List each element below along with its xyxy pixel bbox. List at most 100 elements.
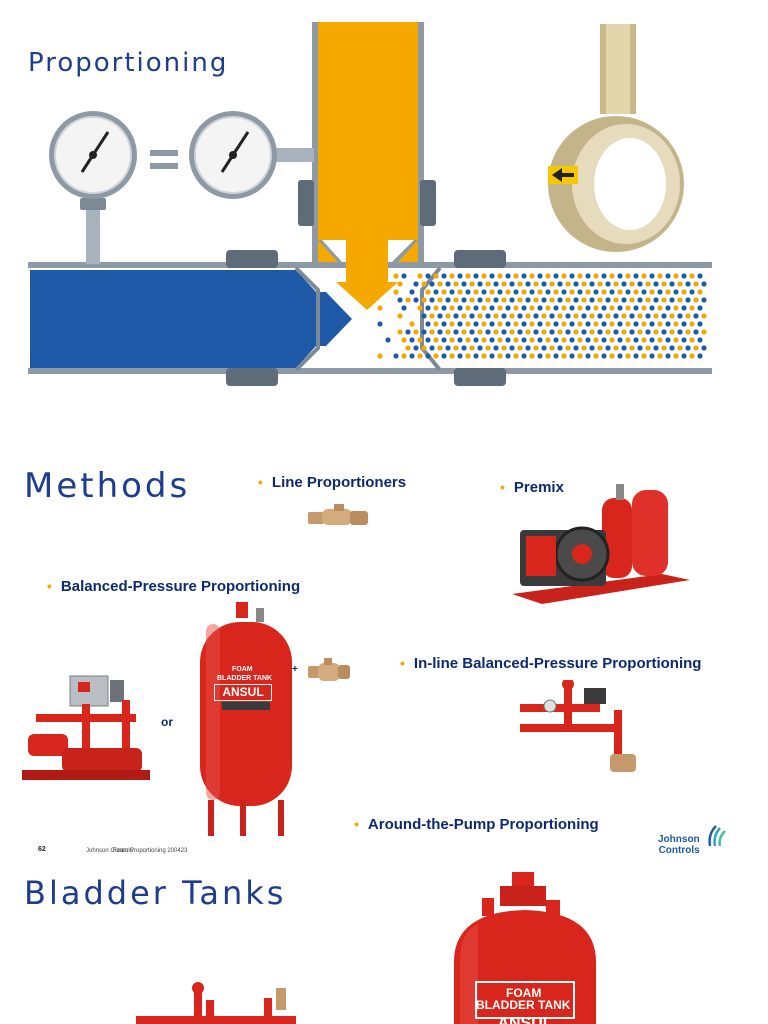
- foam-dot: [701, 345, 706, 350]
- foam-dot: [585, 321, 590, 326]
- foam-dot: [701, 281, 706, 286]
- foam-dot: [593, 353, 598, 358]
- foam-dot: [609, 353, 614, 358]
- foam-dot: [557, 281, 562, 286]
- bladder-tank-icon: [196, 602, 296, 838]
- foam-dot: [657, 305, 662, 310]
- foam-dot: [629, 345, 634, 350]
- foam-dot: [557, 329, 562, 334]
- foam-dot: [421, 313, 426, 318]
- foam-dot: [693, 313, 698, 318]
- pump-skid-icon: [22, 674, 152, 790]
- foam-dot: [545, 289, 550, 294]
- foam-dot: [601, 305, 606, 310]
- foam-dot: [637, 345, 642, 350]
- foam-dot: [577, 289, 582, 294]
- foam-dot: [489, 337, 494, 342]
- foam-dot: [561, 353, 566, 358]
- foam-dot: [601, 337, 606, 342]
- foam-dot: [473, 321, 478, 326]
- foam-dot: [617, 337, 622, 342]
- water-flow: [30, 270, 316, 368]
- foam-dot: [601, 321, 606, 326]
- foam-dot: [629, 297, 634, 302]
- foam-dot: [657, 289, 662, 294]
- foam-dot: [553, 289, 558, 294]
- foam-dot: [377, 353, 382, 358]
- foam-dot: [697, 337, 702, 342]
- foam-dot: [585, 353, 590, 358]
- foam-dot: [465, 289, 470, 294]
- foam-dot: [533, 281, 538, 286]
- foam-dot: [441, 353, 446, 358]
- foam-dot: [437, 281, 442, 286]
- foam-dot: [681, 321, 686, 326]
- foam-dot: [637, 297, 642, 302]
- foam-dot: [597, 329, 602, 334]
- foam-dot: [449, 353, 454, 358]
- foam-dot: [469, 281, 474, 286]
- foam-dot: [461, 297, 466, 302]
- foam-dot: [697, 305, 702, 310]
- foam-dot: [609, 337, 614, 342]
- footer-doc: Foam Proportioning 200423: [113, 848, 187, 854]
- foam-dot: [517, 297, 522, 302]
- foam-dot: [641, 353, 646, 358]
- foam-dot: [625, 353, 630, 358]
- foam-dot: [409, 289, 414, 294]
- foam-dot: [661, 345, 666, 350]
- foam-dot: [653, 329, 658, 334]
- foam-dot: [689, 273, 694, 278]
- foam-dot: [681, 337, 686, 342]
- foam-dot: [477, 313, 482, 318]
- foam-dot: [497, 337, 502, 342]
- foam-dot: [581, 313, 586, 318]
- foam-dot: [441, 273, 446, 278]
- large-tank-label-bladder: BLADDER TANK: [476, 998, 570, 1012]
- foam-dot: [693, 329, 698, 334]
- foam-dot: [573, 281, 578, 286]
- foam-dot: [601, 273, 606, 278]
- foam-dot: [677, 313, 682, 318]
- foam-dot: [393, 353, 398, 358]
- foam-dot: [665, 353, 670, 358]
- foam-dot: [641, 337, 646, 342]
- bullet-around-the-pump: •Around-the-Pump Proportioning: [354, 816, 599, 833]
- foam-dot: [621, 281, 626, 286]
- foam-dot: [593, 273, 598, 278]
- foam-dot: [409, 321, 414, 326]
- foam-dot: [405, 345, 410, 350]
- foam-dot: [565, 297, 570, 302]
- foam-dot: [505, 353, 510, 358]
- foam-dot: [681, 289, 686, 294]
- foam-dot: [529, 273, 534, 278]
- slide3-title: Bladder Tanks: [24, 874, 286, 912]
- foam-dot: [577, 321, 582, 326]
- tank-label-foam: FOAM: [232, 666, 253, 673]
- foam-dot: [397, 329, 402, 334]
- foam-dot: [397, 313, 402, 318]
- foam-dot: [569, 353, 574, 358]
- bullet-inline-balanced-pressure: •In-line Balanced-Pressure Proportioning: [400, 655, 701, 672]
- foam-dot: [641, 321, 646, 326]
- foam-dot: [561, 289, 566, 294]
- foam-dot: [537, 273, 542, 278]
- foam-dot: [569, 337, 574, 342]
- foam-dot: [617, 289, 622, 294]
- foam-dot: [509, 345, 514, 350]
- foam-dot: [413, 345, 418, 350]
- foam-dot: [521, 273, 526, 278]
- foam-dot: [401, 353, 406, 358]
- foam-dot: [489, 273, 494, 278]
- foam-dot: [645, 281, 650, 286]
- foam-dot: [629, 329, 634, 334]
- foam-dot: [441, 305, 446, 310]
- foam-dot: [673, 337, 678, 342]
- foam-dot: [497, 289, 502, 294]
- foam-dot: [641, 289, 646, 294]
- foam-dot: [661, 313, 666, 318]
- foam-dot: [437, 313, 442, 318]
- foam-dot: [633, 353, 638, 358]
- foam-dot: [501, 281, 506, 286]
- foam-dot: [645, 297, 650, 302]
